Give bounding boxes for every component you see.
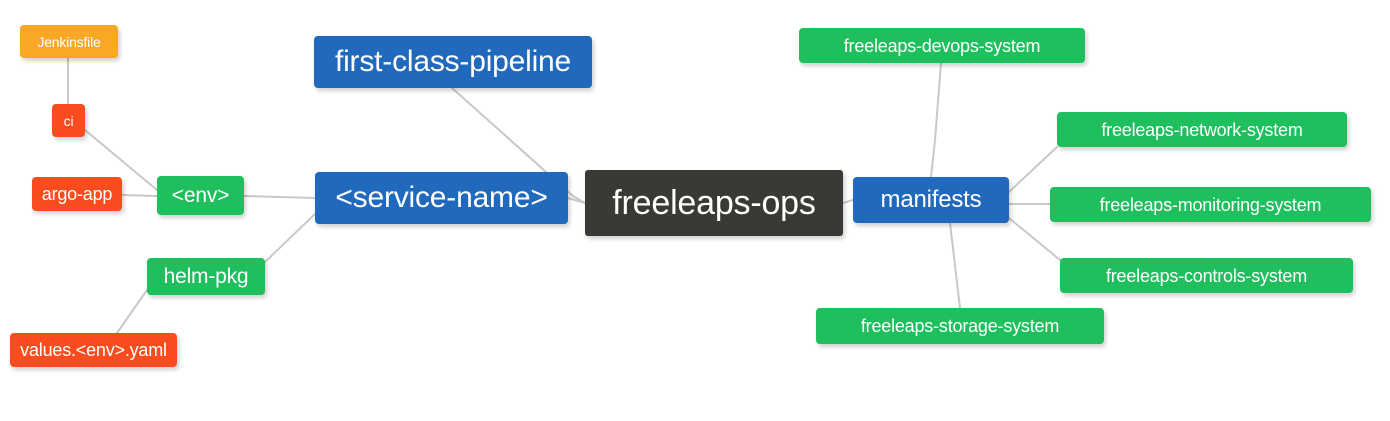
edge-env-to-argo bbox=[121, 194, 158, 197]
edge-root-to-service bbox=[567, 197, 586, 204]
edge-manifests-to-network bbox=[1008, 146, 1058, 193]
mindmap-node-controls[interactable]: freeleaps-controls-system bbox=[1060, 258, 1353, 293]
edge-manifests-to-storage bbox=[949, 222, 961, 309]
edge-service-to-helm bbox=[264, 213, 316, 263]
mindmap-node-pipeline[interactable]: first-class-pipeline bbox=[314, 36, 592, 88]
mindmap-node-ci[interactable]: ci bbox=[52, 104, 85, 137]
mindmap-node-argo[interactable]: argo-app bbox=[32, 177, 122, 211]
mindmap-node-helm[interactable]: helm-pkg bbox=[147, 258, 265, 295]
edge-root-to-manifests bbox=[842, 199, 854, 204]
mindmap-node-manifests[interactable]: manifests bbox=[853, 177, 1009, 223]
edge-manifests-to-controls bbox=[1008, 217, 1061, 261]
mindmap-node-root[interactable]: freeleaps-ops bbox=[585, 170, 843, 236]
edge-manifests-to-devops bbox=[930, 62, 942, 178]
mindmap-node-env[interactable]: <env> bbox=[157, 176, 244, 215]
mindmap-node-service[interactable]: <service-name> bbox=[315, 172, 568, 224]
mindmap-node-jenkinsfile[interactable]: Jenkinsfile bbox=[20, 25, 118, 58]
edge-helm-to-values bbox=[116, 289, 148, 334]
mindmap-node-values[interactable]: values.<env>.yaml bbox=[10, 333, 177, 367]
mindmap-node-devops[interactable]: freeleaps-devops-system bbox=[799, 28, 1085, 63]
mindmap-node-monitoring[interactable]: freeleaps-monitoring-system bbox=[1050, 187, 1371, 222]
edge-service-to-env bbox=[243, 195, 316, 199]
mindmap-node-storage[interactable]: freeleaps-storage-system bbox=[816, 308, 1104, 344]
mindmap-node-network[interactable]: freeleaps-network-system bbox=[1057, 112, 1347, 147]
